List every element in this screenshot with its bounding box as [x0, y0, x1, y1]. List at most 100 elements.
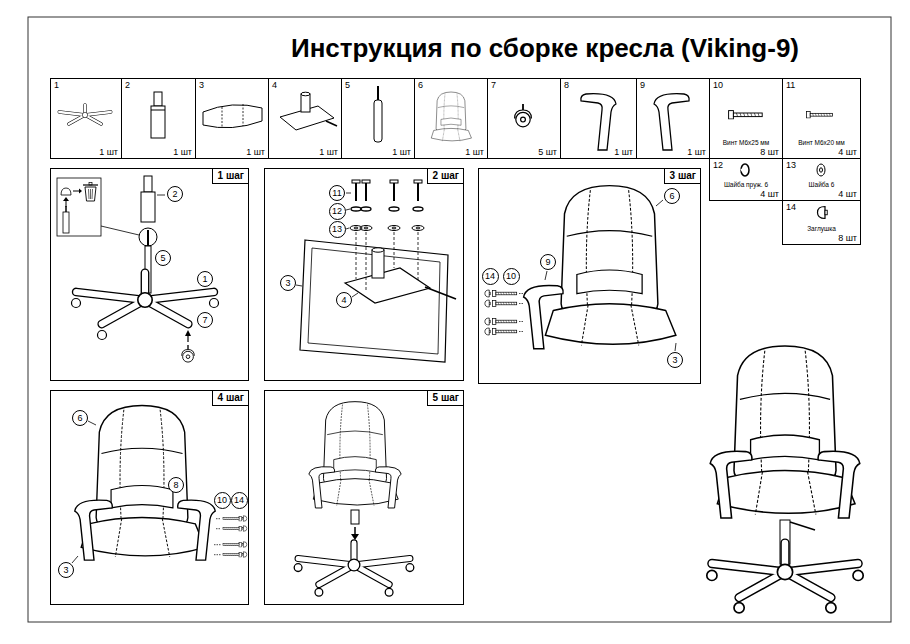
- quantity-label: 1 шт: [99, 147, 118, 157]
- assembled-chair: [710, 451, 752, 518]
- step-1-picture: [141, 192, 155, 222]
- quantity-label: 1 шт: [614, 147, 633, 157]
- step-1-picture: [157, 195, 165, 196]
- washer-part: [817, 164, 825, 176]
- part-number: 10: [713, 80, 723, 90]
- page-frame: [28, 17, 891, 622]
- part-number: 12: [713, 160, 723, 170]
- part-caption: Винт М6х25 мм: [723, 139, 770, 146]
- step-1-picture: [76, 273, 214, 324]
- part-number: 9: [640, 80, 645, 90]
- step-1-picture: [79, 189, 82, 194]
- quantity-label: 1 шт: [246, 147, 265, 157]
- mechanism-part: [301, 92, 310, 96]
- step-3-picture: [519, 293, 523, 294]
- step-2-picture: [345, 268, 430, 303]
- part-number: 2: [125, 80, 130, 90]
- gas-lift-part: [154, 92, 162, 106]
- step-2-picture: [346, 180, 424, 290]
- step-3-picture: [492, 300, 516, 306]
- step-panel: 1 шаг2517: [50, 168, 249, 381]
- step-2-picture: [425, 287, 456, 299]
- callout-number: 3: [63, 566, 68, 575]
- step-1-picture: [63, 212, 69, 233]
- step-2-picture: [390, 180, 398, 183]
- step-1-picture: [57, 178, 101, 236]
- step-3-picture: [492, 318, 516, 324]
- step-4-picture: [214, 519, 221, 555]
- step-4-picture: [242, 516, 247, 522]
- callout-number: 1: [202, 275, 207, 284]
- quantity-label: 8 шт: [838, 233, 857, 243]
- step-2-picture: [365, 183, 367, 201]
- step-1-picture: [89, 189, 93, 199]
- step-5-picture: [351, 510, 359, 524]
- quantity-label: 1 шт: [319, 147, 338, 157]
- part-cell: 61 шт: [414, 78, 488, 159]
- callout-number: 7: [202, 316, 207, 325]
- callout-circle: 8: [168, 477, 184, 493]
- step-1-picture: [101, 226, 139, 235]
- step-2-picture: [393, 183, 395, 201]
- parts-pictures: [654, 94, 689, 150]
- callout-number: 9: [545, 258, 550, 267]
- washer-part: [820, 168, 823, 172]
- step-1-picture: [63, 197, 69, 201]
- step-panel: 3 шаг6914103: [478, 168, 701, 384]
- step-1-picture: [98, 331, 107, 340]
- step-4-picture: [242, 526, 247, 532]
- step-1-picture: [73, 191, 80, 192]
- step-4-picture: [178, 500, 215, 560]
- step-4-picture: [216, 528, 221, 529]
- step-panel: 5 шаг: [264, 390, 464, 605]
- step-2-picture: [414, 180, 422, 183]
- step-5-picture: [313, 402, 398, 506]
- parts-pictures: [806, 111, 832, 118]
- part-cell: 81 шт: [560, 78, 637, 159]
- step-1-picture: [185, 330, 191, 336]
- quantity-label: 4 шт: [760, 189, 779, 199]
- step-4-picture: [223, 552, 242, 557]
- callout-circle: 5: [155, 250, 171, 266]
- callout-number: 13: [332, 225, 342, 234]
- callout-circle: 14: [482, 268, 499, 285]
- step-4-picture: [72, 406, 247, 564]
- assembled-chair: [717, 346, 855, 515]
- part-number: 5: [345, 80, 350, 90]
- step-3-picture: [675, 343, 676, 351]
- step-5-picture: [351, 534, 359, 540]
- part-cell: 51 шт: [341, 78, 415, 159]
- part-number: 7: [491, 80, 496, 90]
- part-cell: 11Винт М6х20 мм4 шт: [782, 78, 861, 159]
- quantity-label: 8 шт: [760, 147, 779, 157]
- seat-part: [203, 104, 262, 128]
- callout-circle: 1: [197, 271, 213, 287]
- step-1-picture: [85, 187, 96, 201]
- gas-lift-part: [151, 92, 165, 138]
- step-4-picture: [214, 544, 221, 545]
- part-cell: 14Заглушка8 шт: [782, 200, 861, 245]
- step-1-picture: [182, 345, 195, 362]
- callout-circle: 6: [72, 410, 88, 426]
- step-3-picture: [519, 331, 524, 332]
- quantity-label: 4 шт: [838, 189, 857, 199]
- step-4-picture: [223, 516, 242, 521]
- step-2-picture: [372, 250, 384, 278]
- parts-pictures: [729, 111, 763, 119]
- step-4-picture: [214, 554, 221, 555]
- step-2-picture: [412, 226, 424, 231]
- callout-number: 10: [506, 272, 516, 281]
- step-3-picture: [519, 303, 523, 304]
- step-2-picture: [308, 248, 440, 354]
- part-number: 1: [54, 80, 59, 90]
- step-2-picture: [362, 180, 370, 183]
- step-2-picture: [346, 193, 351, 194]
- part-cell: 1 1 шт: [50, 78, 122, 159]
- part-caption: Шайба пруж. 6: [724, 181, 768, 188]
- mechanism-part: [280, 92, 337, 130]
- callout-circle: 13: [329, 221, 346, 238]
- parts-pictures: [59, 86, 832, 219]
- step-3-picture: [524, 285, 564, 348]
- step-2-picture: [372, 248, 384, 252]
- step-label: 1 шаг: [212, 169, 248, 184]
